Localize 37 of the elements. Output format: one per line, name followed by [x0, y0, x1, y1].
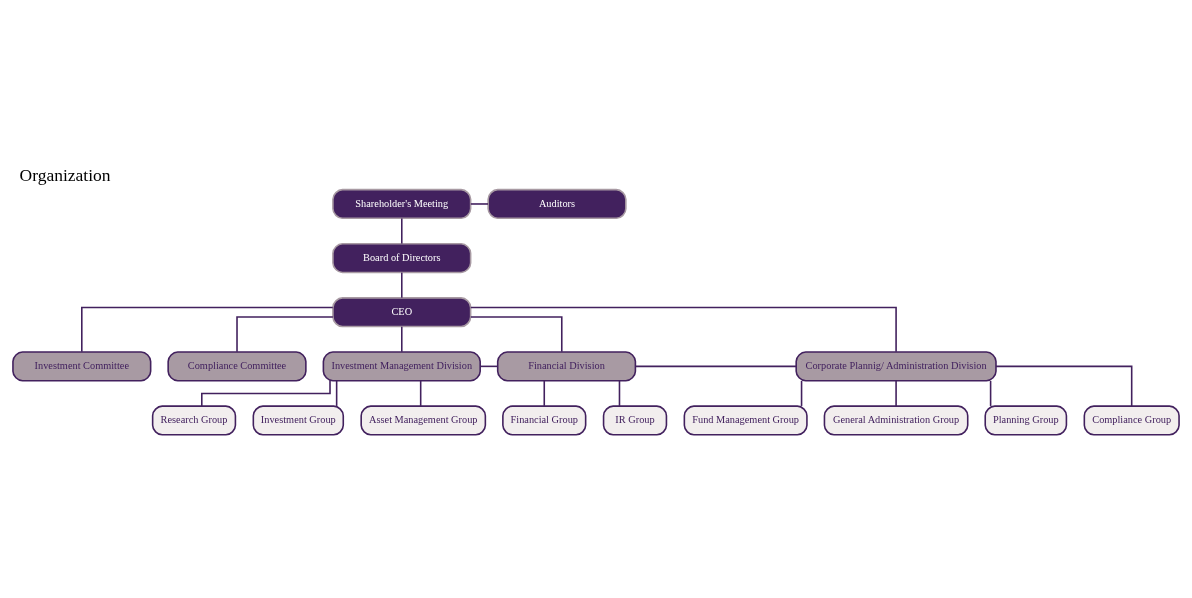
node-box: Planning Group — [984, 404, 1068, 436]
connector — [634, 365, 797, 367]
node-box: Corporate Plannig/ Administration Division — [795, 350, 997, 381]
node-box: Compliance Group — [1083, 404, 1180, 436]
connector — [469, 306, 897, 353]
node-box: Compliance Committee — [167, 350, 307, 381]
connector — [335, 379, 338, 407]
node-box: General Administration Group — [823, 404, 969, 436]
connector — [989, 379, 992, 407]
connector — [800, 379, 803, 407]
connector — [81, 306, 334, 353]
connector — [401, 271, 403, 298]
connector — [236, 315, 334, 353]
connector — [543, 379, 546, 407]
node-box: Investment Group — [252, 404, 345, 436]
connector — [401, 217, 403, 244]
node-box: Investment Committee — [12, 350, 152, 381]
node-box: Shareholder's Meeting — [332, 188, 472, 219]
node-box: Auditors — [487, 188, 627, 219]
connector — [419, 379, 422, 407]
node-box: Asset Management Group — [360, 404, 487, 436]
node-box: Investment Management Division — [322, 350, 481, 381]
node-box: IR Group — [602, 404, 668, 436]
node-box: Financial Group — [502, 404, 587, 436]
connector — [469, 202, 489, 205]
diagram-title: Organization — [19, 164, 111, 185]
node-box: Financial Division — [496, 350, 637, 381]
connector — [201, 379, 331, 407]
connector — [470, 315, 563, 353]
connector — [895, 379, 897, 407]
connector — [618, 379, 621, 407]
connector — [995, 365, 1133, 407]
connector — [401, 325, 403, 353]
node-box: CEO — [332, 296, 472, 327]
node-box: Research Group — [151, 404, 237, 436]
node-box: Fund Management Group — [683, 404, 808, 436]
node-box: Board of Directors — [332, 242, 472, 273]
